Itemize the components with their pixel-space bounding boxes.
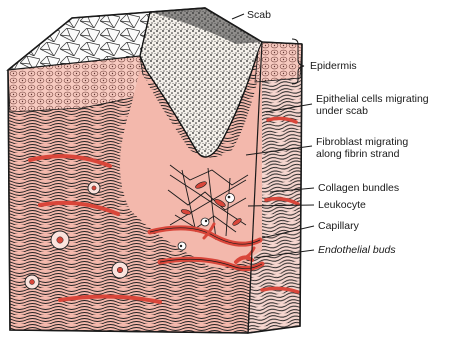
label-epidermis: Epidermis <box>310 60 357 72</box>
label-epithelial-line2: under scab <box>316 105 368 117</box>
label-fibroblast-line2: along fibrin strand <box>316 148 400 160</box>
label-scab: Scab <box>247 9 271 21</box>
label-leukocyte: Leukocyte <box>318 199 366 211</box>
label-endothelial: Endothelial buds <box>318 244 396 256</box>
label-fibroblast-line1: Fibroblast migrating <box>316 136 408 148</box>
label-epithelial-line1: Epithelial cells migrating <box>316 93 429 105</box>
tissue-block <box>8 8 302 333</box>
label-capillary: Capillary <box>318 220 360 232</box>
label-collagen: Collagen bundles <box>318 182 399 194</box>
